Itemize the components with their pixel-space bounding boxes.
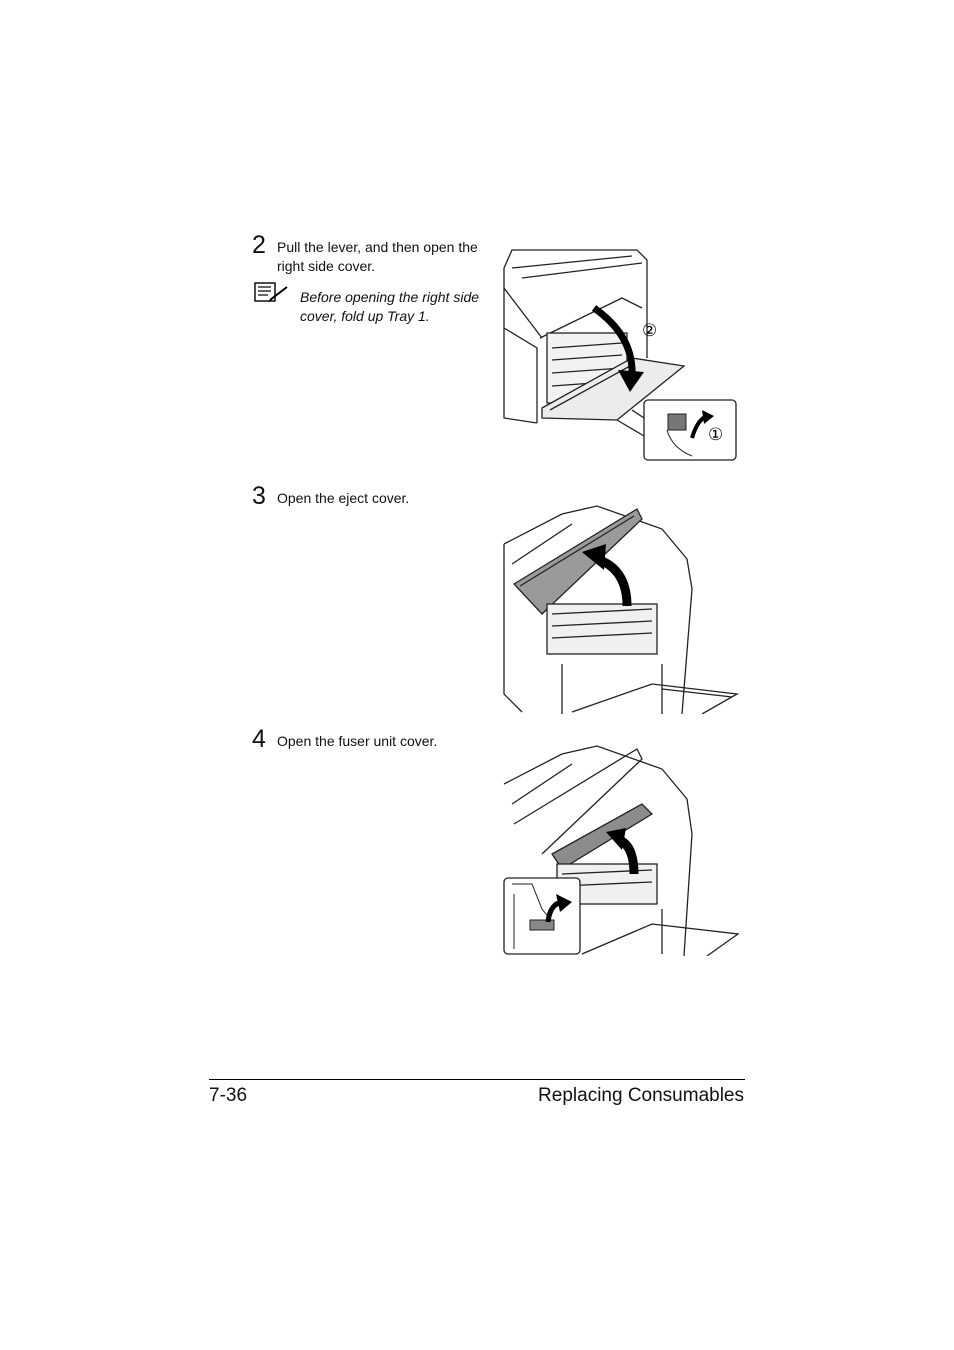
step-3-number: 3	[252, 482, 266, 510]
step-2-note-line1: Before opening the right side	[300, 289, 480, 305]
step-2-note: Before opening the right side cover, fol…	[300, 288, 490, 326]
step-2-note-line2: cover, fold up Tray 1.	[300, 308, 430, 324]
step-2-text-line1: Pull the lever, and then open the	[277, 239, 478, 255]
footer-rule	[209, 1079, 745, 1080]
figure-open-right-side-cover: ② ①	[503, 249, 737, 461]
callout-2: ②	[642, 321, 657, 341]
page-number: 7-36	[209, 1085, 248, 1106]
step-3-text: Open the eject cover.	[277, 490, 410, 506]
step-4-text: Open the fuser unit cover.	[277, 733, 438, 749]
step-4-number: 4	[252, 725, 266, 753]
note-icon	[254, 282, 288, 303]
figure-open-eject-cover	[503, 505, 740, 714]
figure-open-fuser-unit-cover	[503, 745, 740, 956]
step-2-text: Pull the lever, and then open the right …	[277, 238, 492, 276]
step-2-number: 2	[252, 231, 266, 259]
step-2-text-line2: right side cover.	[277, 258, 376, 274]
section-title: Replacing Consumables	[538, 1085, 744, 1106]
callout-1: ①	[708, 425, 723, 445]
